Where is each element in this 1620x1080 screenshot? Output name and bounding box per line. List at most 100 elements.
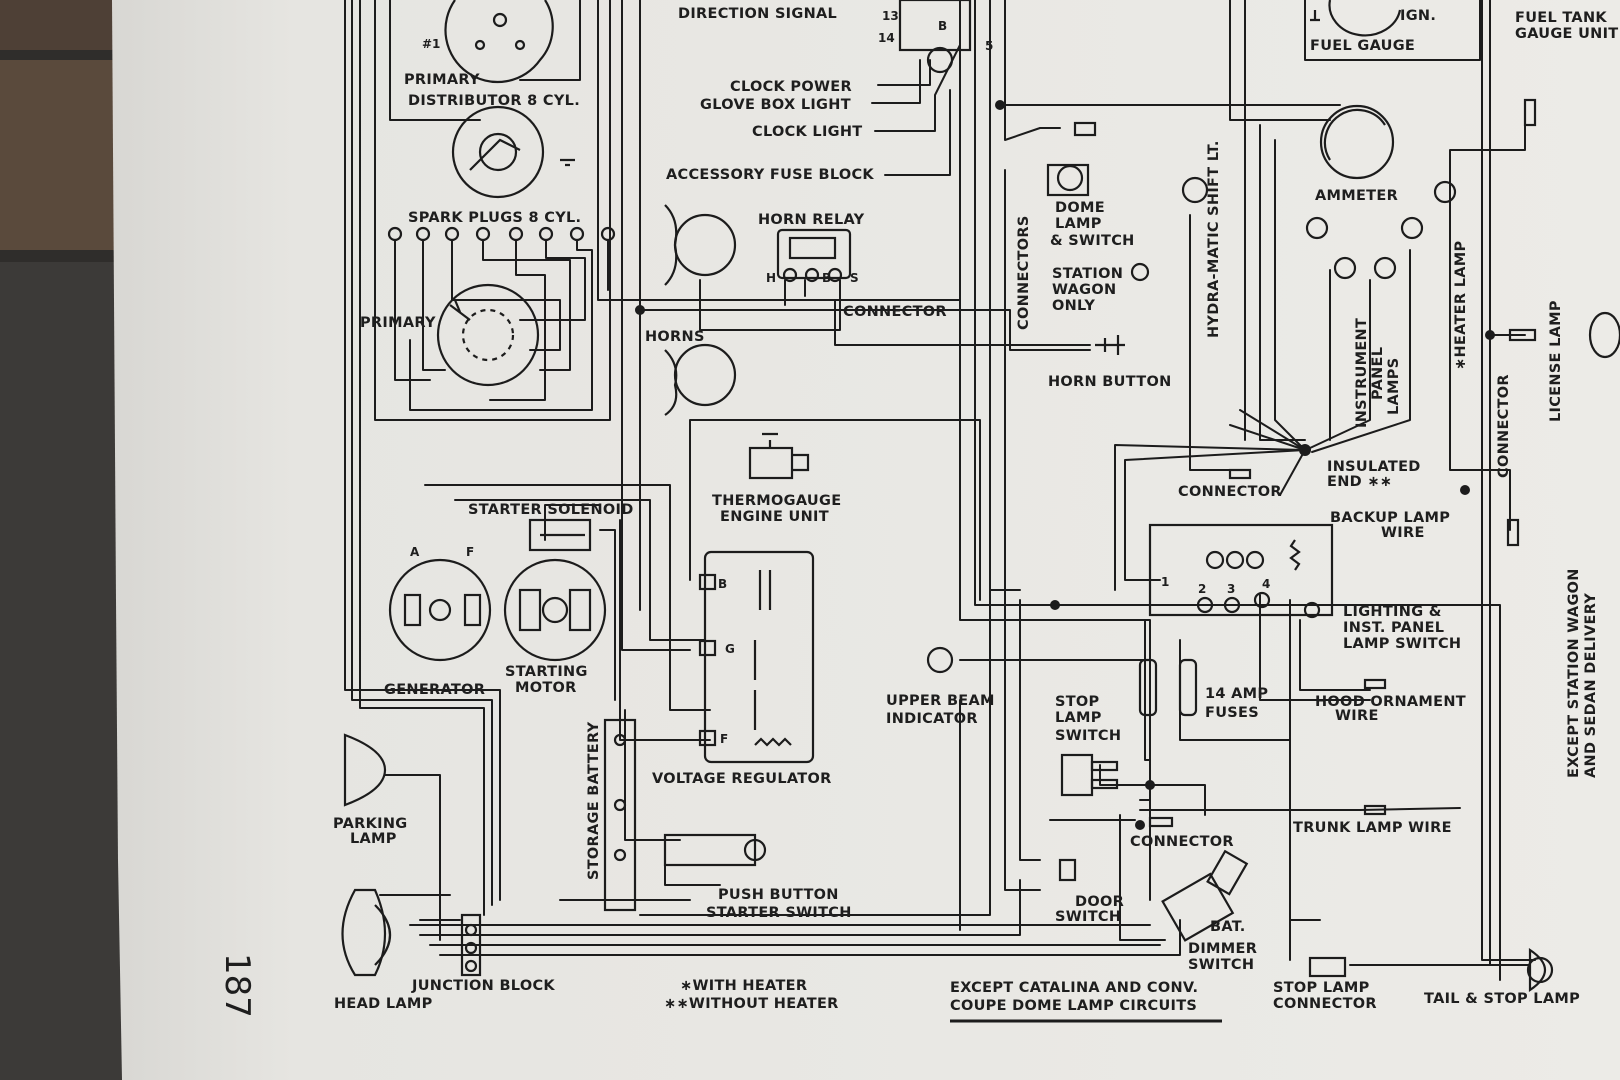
label-relay-b: B <box>822 271 831 285</box>
dome-lamp <box>1046 121 1097 197</box>
label-thermogauge: THERMOGAUGE <box>712 493 841 509</box>
license-lamp <box>1508 98 1620 359</box>
label-insulated: INSULATED <box>1327 459 1421 475</box>
horn-button <box>1095 335 1125 355</box>
label-push-button: PUSH BUTTON <box>718 887 839 903</box>
label-switch-2: 2 <box>1198 582 1206 596</box>
upper-beam-indicator <box>926 646 954 674</box>
wire-connectors <box>1148 468 1520 828</box>
label-switch-3: 3 <box>1227 582 1235 596</box>
label-ammeter: AMMETER <box>1315 188 1398 204</box>
label-connector-right: CONNECTOR <box>1496 374 1512 478</box>
label-stop-switch: SWITCH <box>1055 728 1121 744</box>
label-hood-ornament: HOOD ORNAMENT <box>1315 694 1466 710</box>
label-stop-lamp: LAMP <box>1055 710 1102 726</box>
horn-upper <box>664 204 737 286</box>
label-reg-b: B <box>718 577 727 591</box>
distributor-8cyl <box>451 105 575 199</box>
label-relay-h: H <box>766 271 776 285</box>
label-accessory-fuse-block: ACCESSORY FUSE BLOCK <box>666 167 874 183</box>
label-only: ONLY <box>1052 298 1095 314</box>
wire-junction-dots <box>635 100 1495 830</box>
direction-signal-switch <box>898 0 972 74</box>
horn-lower <box>664 343 737 416</box>
fuel-gauge <box>1310 0 1402 37</box>
label-lamps: LAMPS <box>1386 358 1402 415</box>
tail-stop-lamp <box>1526 947 1554 993</box>
dimmer-switch <box>1161 849 1249 942</box>
label-horn-button: HORN BUTTON <box>1048 374 1172 390</box>
label-glove-box-light: GLOVE BOX LIGHT <box>700 97 851 113</box>
label-starter-solenoid: STARTER SOLENOID <box>468 502 634 518</box>
label-stop: STOP <box>1055 694 1100 710</box>
label-connector-mid: CONNECTOR <box>1178 484 1282 500</box>
label-starting: STARTING <box>505 664 588 680</box>
label-horns: HORNS <box>645 329 705 345</box>
label-tail-stop-lamp: TAIL & STOP LAMP <box>1424 991 1580 1007</box>
label-door: DOOR <box>1075 894 1124 910</box>
label-except-catalina: EXCEPT CATALINA AND CONV. <box>950 980 1198 996</box>
label-switch-4: 4 <box>1262 577 1270 591</box>
label-without-heater: ∗∗WITHOUT HEATER <box>664 996 839 1012</box>
instrument-panel-lamps <box>1305 180 1457 280</box>
label-relay-s: S <box>850 271 859 285</box>
hydra-matic-lamp <box>1181 176 1209 204</box>
label-fuel-gauge: FUEL GAUGE <box>1310 38 1415 54</box>
label-stop-lamp-connector: STOP LAMP <box>1273 980 1370 996</box>
page-number: 187 <box>217 953 257 1018</box>
label-fuses: FUSES <box>1205 705 1259 721</box>
label-primary-top: PRIMARY <box>404 72 480 88</box>
label-connector-bottom: CONNECTOR <box>1130 834 1234 850</box>
label-ign: IGN. <box>1400 8 1436 24</box>
label-terminal-1: #1 <box>422 37 440 51</box>
label-head-lamp: HEAD LAMP <box>334 996 433 1012</box>
junction-block <box>460 913 482 977</box>
label-storage-battery: STORAGE BATTERY <box>586 721 602 880</box>
label-door-switch: SWITCH <box>1055 909 1121 925</box>
label-parking-lamp: LAMP <box>350 831 397 847</box>
push-button-starter-switch <box>663 833 767 867</box>
station-wagon-lamp <box>1130 262 1150 282</box>
starter-solenoid <box>528 518 592 552</box>
label-terminal-13: 13 <box>882 9 899 23</box>
label-connectors: CONNECTORS <box>1016 215 1032 330</box>
label-panel: PANEL <box>1370 347 1386 400</box>
label-end: END ∗∗ <box>1327 474 1392 490</box>
label-gauge-unit: GAUGE UNIT <box>1515 26 1619 42</box>
spark-plugs <box>387 226 616 242</box>
label-generator: GENERATOR <box>384 682 485 698</box>
label-gen-f: F <box>466 545 474 559</box>
label-dome: DOME <box>1055 200 1105 216</box>
starting-motor <box>503 558 607 662</box>
distributor-primary <box>436 283 540 387</box>
label-indicator: INDICATOR <box>886 711 978 727</box>
label-switch-1: 1 <box>1161 575 1169 589</box>
label-instrument: INSTRUMENT <box>1354 318 1370 428</box>
parking-lamp <box>343 733 387 807</box>
storage-battery <box>603 718 637 912</box>
label-except-station-wagon: EXCEPT STATION WAGON <box>1566 568 1582 778</box>
label-dimmer-switch: SWITCH <box>1188 957 1254 973</box>
label-coupe-dome: COUPE DOME LAMP CIRCUITS <box>950 998 1197 1014</box>
label-sedan-delivery: AND SEDAN DELIVERY <box>1583 593 1599 778</box>
label-terminal-5: 5 <box>985 39 993 53</box>
ammeter <box>1319 104 1395 180</box>
label-station: STATION <box>1052 266 1123 282</box>
label-lamp-switch: LAMP SWITCH <box>1343 636 1461 652</box>
label-starter-switch: STARTER SWITCH <box>706 905 852 921</box>
wiring-harness <box>344 0 1536 981</box>
thermogauge-engine-unit <box>748 432 810 480</box>
label-fuel-tank: FUEL TANK <box>1515 10 1607 26</box>
lighting-instrument-switch <box>1148 523 1334 619</box>
label-connector-relay: CONNECTOR <box>843 304 947 320</box>
label-terminal-b: B <box>938 19 947 33</box>
label-upper-beam: UPPER BEAM <box>886 693 995 709</box>
label-reg-f: F <box>720 732 728 746</box>
label-voltage-regulator: VOLTAGE REGULATOR <box>652 771 832 787</box>
label-lighting: LIGHTING & <box>1343 604 1442 620</box>
label-distributor: DISTRIBUTOR 8 CYL. <box>408 93 580 109</box>
label-hood-wire: WIRE <box>1335 708 1379 724</box>
label-backup-wire: WIRE <box>1381 525 1425 541</box>
diagram-labels: IGN. FUEL TANK GAUGE UNIT FUEL GAUGE DIR… <box>217 6 1619 1023</box>
